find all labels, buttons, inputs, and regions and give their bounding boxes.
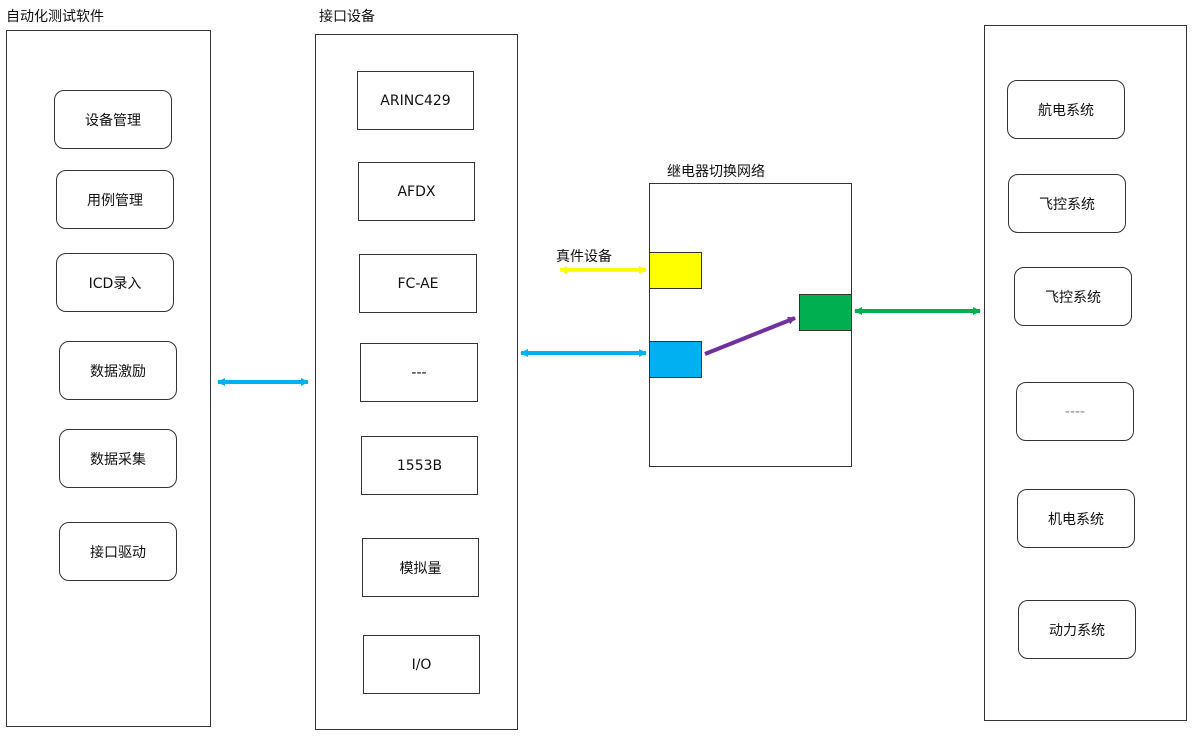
interface-afdx[interactable]: AFDX bbox=[358, 162, 475, 221]
system-ellipsis[interactable]: ---- bbox=[1016, 382, 1134, 441]
interface-fc-ae[interactable]: FC-AE bbox=[359, 254, 477, 313]
interface-io[interactable]: I/O bbox=[363, 635, 480, 694]
module-data-acquisition[interactable]: 数据采集 bbox=[59, 429, 177, 488]
interface-analog[interactable]: 模拟量 bbox=[362, 538, 479, 597]
module-case-management[interactable]: 用例管理 bbox=[56, 170, 174, 229]
interface-title: 接口设备 bbox=[319, 9, 375, 25]
relay-port-real-device bbox=[649, 252, 702, 289]
software-title: 自动化测试软件 bbox=[6, 9, 104, 25]
module-interface-driver[interactable]: 接口驱动 bbox=[59, 522, 177, 581]
interface-arinc429[interactable]: ARINC429 bbox=[357, 71, 474, 130]
relay-title: 继电器切换网络 bbox=[667, 164, 765, 180]
relay-port-interface bbox=[649, 341, 702, 378]
system-power[interactable]: 动力系统 bbox=[1018, 600, 1136, 659]
relay-switch-arrow bbox=[704, 316, 796, 356]
system-flight-control-1[interactable]: 飞控系统 bbox=[1008, 174, 1126, 233]
real-device-label: 真件设备 bbox=[556, 249, 612, 265]
module-icd-input[interactable]: ICD录入 bbox=[56, 253, 174, 312]
system-electromechanical[interactable]: 机电系统 bbox=[1017, 489, 1135, 548]
module-device-management[interactable]: 设备管理 bbox=[54, 90, 172, 149]
interface-1553b[interactable]: 1553B bbox=[361, 436, 478, 495]
system-flight-control-2[interactable]: 飞控系统 bbox=[1014, 267, 1132, 326]
system-avionics[interactable]: 航电系统 bbox=[1007, 80, 1125, 139]
module-data-stimulus[interactable]: 数据激励 bbox=[59, 341, 177, 400]
relay-port-system bbox=[799, 294, 852, 331]
interface-ellipsis[interactable]: --- bbox=[360, 343, 478, 402]
